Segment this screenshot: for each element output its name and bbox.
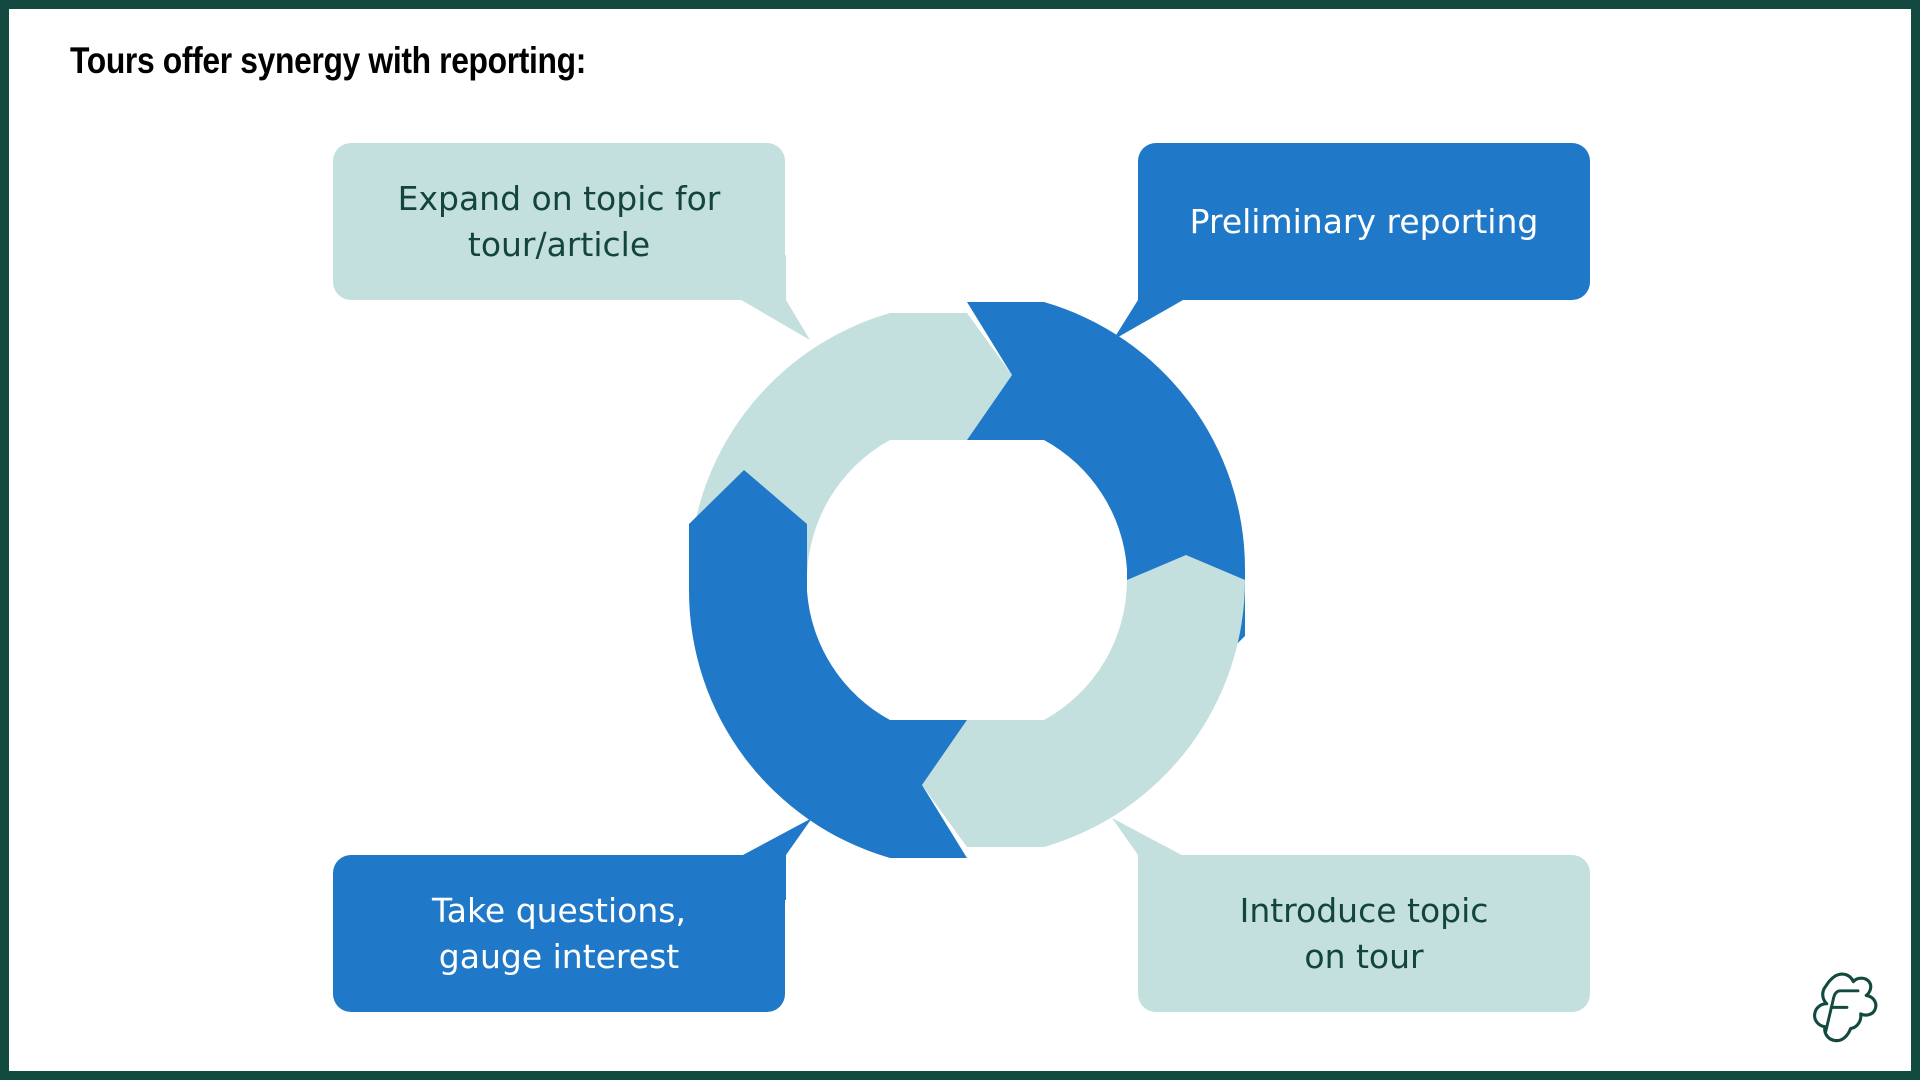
callout-prelim-text: Preliminary reporting bbox=[1190, 199, 1539, 245]
callout-introduce-topic[interactable]: Introduce topic on tour bbox=[1138, 855, 1590, 1012]
callout-expand-on-topic[interactable]: Expand on topic for tour/article bbox=[333, 143, 785, 300]
callout-expand-text: Expand on topic for tour/article bbox=[398, 176, 721, 267]
callout-take-text: Take questions, gauge interest bbox=[432, 888, 686, 979]
cycle-segment-take bbox=[689, 470, 967, 858]
callout-prelim-line1: Preliminary reporting bbox=[1189, 201, 1539, 241]
callout-expand-line2: tour/article bbox=[467, 224, 651, 264]
callout-intro-line2: on tour bbox=[1304, 936, 1424, 976]
callout-take-line1: Take questions, bbox=[432, 890, 686, 930]
page-title: Tours offer synergy with reporting: bbox=[70, 40, 586, 81]
callout-intro-text: Introduce topic on tour bbox=[1240, 888, 1489, 979]
callout-preliminary-reporting[interactable]: Preliminary reporting bbox=[1138, 143, 1590, 300]
callout-expand-line1: Expand on topic for bbox=[397, 178, 721, 218]
logo-letter-f bbox=[1824, 989, 1860, 1033]
brand-logo-icon bbox=[1813, 972, 1878, 1043]
callout-take-line2: gauge interest bbox=[438, 936, 680, 976]
callout-intro-line1: Introduce topic bbox=[1239, 890, 1489, 930]
cycle-segment-intro bbox=[922, 555, 1245, 847]
callout-take-questions[interactable]: Take questions, gauge interest bbox=[333, 855, 785, 1012]
logo-blob-outline bbox=[1813, 972, 1878, 1043]
